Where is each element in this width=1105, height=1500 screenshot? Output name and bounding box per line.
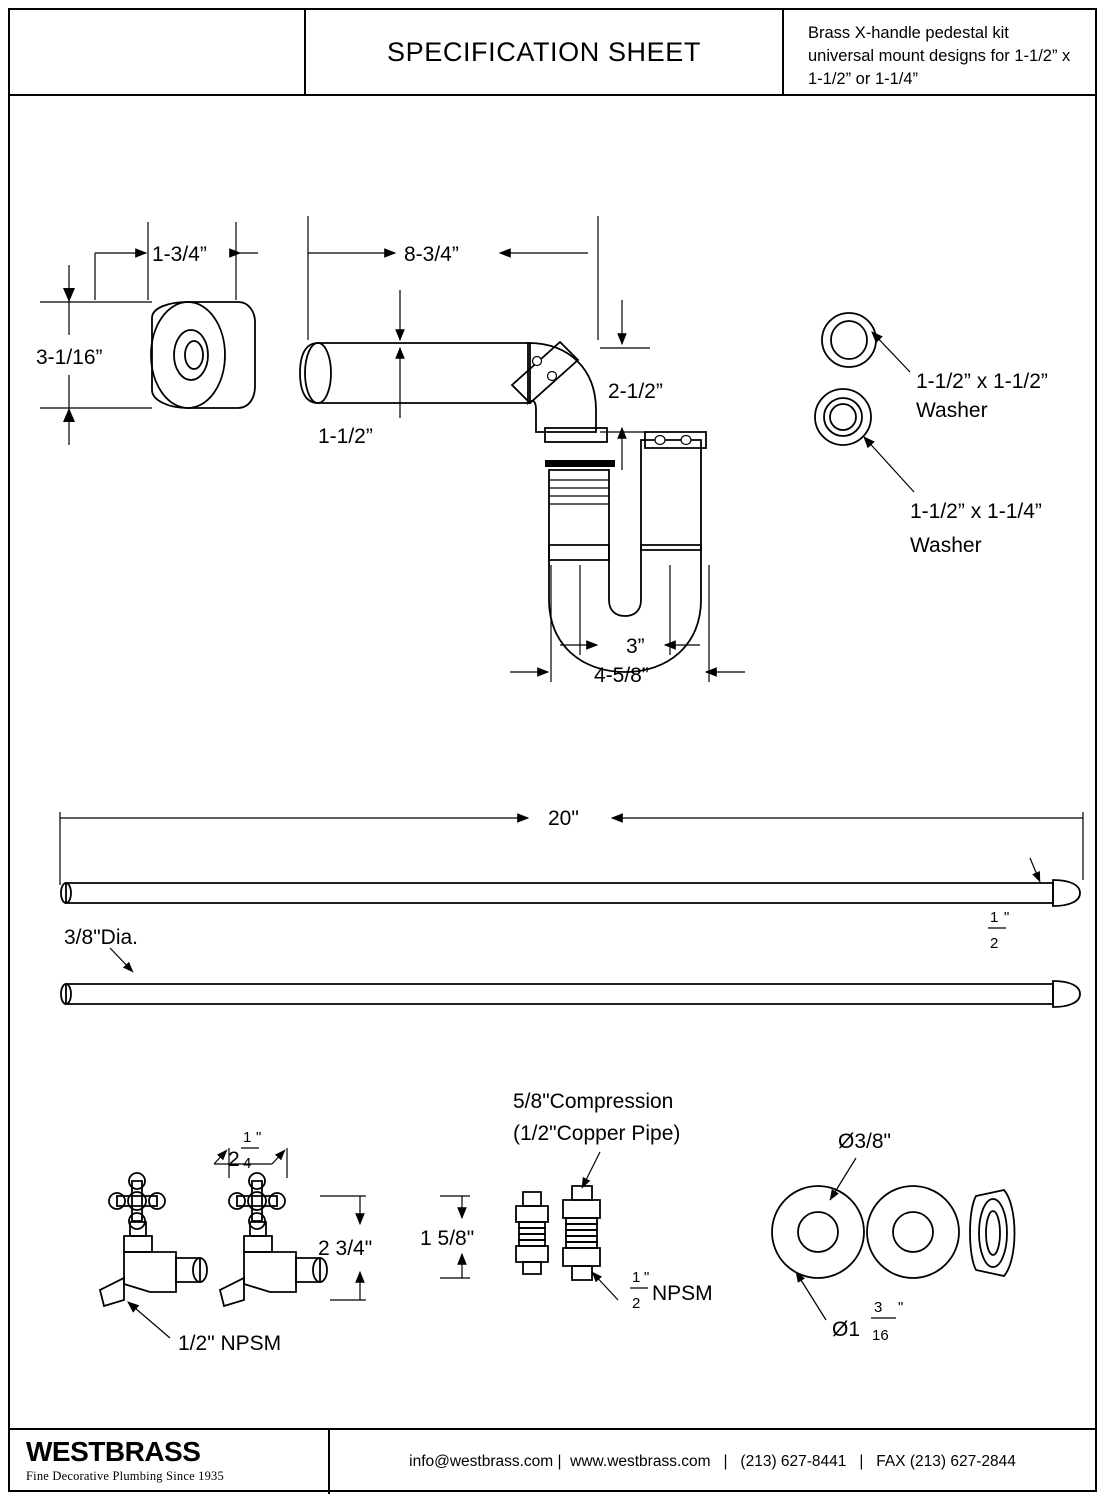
- fitting-npsm-label: 1 " 2 NPSM: [630, 1269, 713, 1312]
- escutcheon-outer-num: 3: [874, 1299, 882, 1316]
- compression-fitting-1-part: [515, 1191, 549, 1275]
- escutcheon-outer-den: 16: [872, 1327, 889, 1344]
- washer-2-label-line2: Washer: [910, 534, 982, 557]
- footer: WESTBRASS Fine Decorative Plumbing Since…: [8, 1428, 1097, 1494]
- angle-stop-valve-2-part: [218, 1172, 328, 1308]
- dim-valve-height: [320, 1195, 366, 1301]
- dim-elbow-drop-label: 2-1/2”: [608, 380, 663, 403]
- dim-fitting-height-label: 1 5/8": [420, 1227, 474, 1250]
- leader-washer-1: [871, 331, 911, 373]
- supply-end-num: 1: [990, 909, 998, 926]
- dim-tailpiece-dia-label: 1-1/2”: [318, 425, 373, 448]
- dim-valve-spacing: [213, 1148, 288, 1178]
- supply-end-fraction: 1 " 2: [988, 909, 1009, 952]
- escutcheon-1-part: [771, 1185, 865, 1279]
- washer-1-label-line1: 1-1/2” x 1-1/2”: [916, 370, 1048, 393]
- dim-tailpiece-length: [307, 216, 599, 340]
- valve-npsm-label: 1/2" NPSM: [178, 1332, 281, 1355]
- leader-supply-dia: [109, 947, 134, 973]
- product-description: Brass X-handle pedestal kit universal mo…: [808, 24, 1071, 88]
- supply-dia-label: 3/8"Dia.: [64, 926, 138, 949]
- dim-elbow-drop: [600, 300, 650, 470]
- washer-1-1-4-part: [814, 388, 872, 446]
- dim-trap-width: [560, 565, 700, 655]
- footer-divider: [328, 1430, 330, 1494]
- fitting-npsm-den: 2: [632, 1295, 640, 1312]
- lock-nut-part: [969, 1189, 1016, 1277]
- dim-tailpiece-length-label: 8-3/4”: [404, 243, 459, 266]
- leader-escutcheon-outer: [795, 1271, 827, 1321]
- valve-spacing-den: 4: [243, 1155, 251, 1172]
- escutcheon-outer-unit: ": [898, 1299, 903, 1316]
- dim-supply-length-label: 20": [548, 807, 579, 830]
- leader-washer-2: [863, 436, 915, 493]
- escutcheon-outer-label: Ø1 3 " 16: [832, 1299, 903, 1344]
- compression-fitting-2-part: [562, 1185, 601, 1281]
- dim-valve-height-label: 2 3/4": [318, 1237, 372, 1260]
- dim-trap-depth-label: 4-5/8”: [594, 664, 649, 687]
- dim-flange-height-label: 3-1/16”: [36, 346, 103, 369]
- supply-end-den: 2: [990, 935, 998, 952]
- angle-stop-valve-1-part: [98, 1172, 208, 1308]
- dim-flange-width: [94, 222, 258, 300]
- valve-spacing-label: 2 1 " 4: [228, 1129, 261, 1172]
- tailpiece-part: [299, 340, 615, 467]
- brand-tagline: Fine Decorative Plumbing Since 1935: [26, 1469, 224, 1483]
- p-trap-part: [548, 431, 707, 673]
- washer-2-label-line1: 1-1/2” x 1-1/4”: [910, 500, 1042, 523]
- washer-1-label-line2: Washer: [916, 399, 988, 422]
- washer-1-1-2-part: [821, 312, 877, 368]
- leader-compression: [581, 1151, 601, 1189]
- page-title: SPECIFICATION SHEET: [387, 36, 701, 67]
- title-divider-left: [304, 8, 306, 96]
- dim-fitting-height: [440, 1195, 470, 1279]
- title-block: SPECIFICATION SHEET Brass X-handle pedes…: [8, 8, 1097, 96]
- flange-part: [150, 301, 256, 409]
- valve-spacing-num: 1: [243, 1129, 251, 1146]
- brand-logo: WESTBRASS Fine Decorative Plumbing Since…: [26, 1438, 316, 1484]
- fitting-npsm-text: NPSM: [652, 1282, 713, 1305]
- escutcheon-hole-label: Ø3/8": [838, 1130, 891, 1153]
- dim-flange-width-label: 1-3/4”: [152, 243, 207, 266]
- brand-name: WESTBRASS: [26, 1436, 201, 1467]
- dim-trap-depth: [510, 565, 745, 682]
- leader-fitting-npsm: [591, 1271, 619, 1301]
- dim-supply-length: [59, 812, 1084, 885]
- compression-label-line1: 5/8"Compression: [513, 1090, 673, 1113]
- leader-escutcheon-hole: [829, 1157, 857, 1201]
- fitting-npsm-num: 1: [632, 1269, 640, 1286]
- sheet-border: [8, 8, 1097, 1492]
- escutcheon-2-part: [866, 1185, 960, 1279]
- supply-end-unit: ": [1004, 909, 1009, 926]
- dim-flange-height: [40, 265, 152, 445]
- leader-supply-end: [1029, 857, 1041, 883]
- compression-label-line2: (1/2"Copper Pipe): [513, 1122, 680, 1145]
- valve-spacing-unit: ": [256, 1129, 261, 1146]
- escutcheon-outer-prefix: Ø1: [832, 1318, 860, 1341]
- dim-trap-width-label: 3”: [626, 635, 645, 658]
- fitting-npsm-unit: ": [644, 1269, 649, 1286]
- leader-valve-npsm: [127, 1301, 171, 1339]
- supply-line-1-part: [60, 879, 1081, 907]
- title-divider-right: [782, 8, 784, 96]
- valve-spacing-whole: 2: [228, 1148, 240, 1171]
- footer-contact: info@westbrass.com | www.westbrass.com |…: [409, 1453, 1016, 1470]
- supply-line-2-part: [60, 980, 1081, 1008]
